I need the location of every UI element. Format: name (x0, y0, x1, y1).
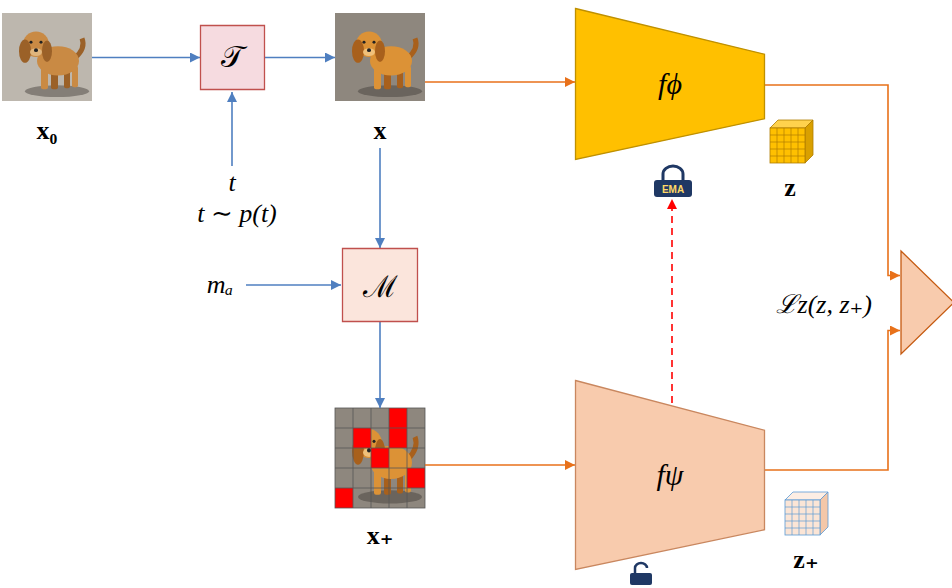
grid-line (335, 448, 425, 449)
tensor-label: z (784, 173, 796, 203)
image-node: x₊ (335, 408, 425, 553)
open-lock-icon (630, 563, 652, 585)
connector-arrow (765, 331, 900, 471)
connector-arrow (379, 148, 381, 248)
encoder-trapezoid: fψ (575, 380, 765, 570)
variable-label: mₐ (207, 270, 233, 300)
connector-arrow (671, 199, 673, 403)
image-label: x₀ (37, 116, 58, 148)
grid-line (407, 408, 408, 508)
cube-grid (770, 128, 805, 163)
grid-line (371, 408, 372, 508)
mask-patch (335, 488, 353, 508)
lock-icon (654, 166, 692, 197)
mask-patch (407, 468, 425, 488)
patch-grid (335, 408, 425, 508)
lock-shackle (663, 166, 683, 181)
mask-box: ℳ (342, 248, 418, 322)
node-symbol: fψ (657, 458, 684, 492)
mask-patch (389, 428, 407, 448)
tensor-label: z₊ (793, 544, 818, 575)
mask-patch (371, 448, 389, 468)
cube-side (805, 120, 813, 163)
grid-line (353, 408, 354, 508)
connector-arrow (265, 57, 335, 59)
image-node: x₀ (2, 13, 92, 148)
node-symbol: 𝒯 (221, 40, 244, 75)
cube-front (785, 500, 820, 535)
transform-box-shape (201, 26, 265, 90)
lock-body (654, 180, 692, 197)
grid-line (335, 428, 425, 429)
variable-label: t (228, 168, 235, 198)
encoder-trapezoid-shape (576, 381, 765, 570)
encoder-trapezoid-shape (576, 9, 765, 160)
connector-arrow (765, 85, 900, 276)
grid-line (335, 468, 425, 469)
cube-front (770, 128, 805, 163)
lock-text: EMA (662, 184, 684, 195)
feature-cube (770, 120, 813, 163)
loss-label: ℒz(z, z₊) (776, 285, 872, 321)
image-label: x (374, 116, 387, 148)
cube-side (820, 492, 828, 535)
dog-photo (335, 13, 425, 101)
image-node: x (335, 13, 425, 148)
mask-box-shape (343, 249, 418, 322)
node-symbol: fϕ (658, 67, 682, 101)
cube-grid (785, 500, 820, 535)
lock-body (630, 573, 652, 585)
image-label: x₊ (367, 520, 394, 553)
grid-line (389, 408, 390, 508)
distribution-label: t ∼ p(t) (197, 198, 277, 229)
mask-patches (335, 408, 425, 508)
connector-arrow (425, 464, 575, 466)
grid-frame (335, 408, 425, 508)
mask-patch (389, 408, 407, 428)
dog-photo (335, 408, 425, 508)
mask-patch (353, 428, 371, 448)
grid-line (335, 488, 425, 489)
node-symbol: ℳ (363, 265, 398, 306)
loss-triangle-outline (900, 250, 950, 355)
connector-arrow (425, 81, 575, 83)
loss-triangle: ℒz(z, z₊) (900, 250, 950, 355)
transform-box: 𝒯 (200, 25, 265, 90)
encoder-trapezoid: fϕ (575, 8, 765, 160)
loss-triangle-shape (901, 251, 952, 354)
input-arrow (246, 284, 341, 286)
input-arrow (231, 92, 233, 166)
connector-arrow (379, 322, 381, 408)
feature-cube (785, 492, 828, 535)
lock-shackle (635, 563, 647, 574)
connector-arrow (92, 57, 200, 59)
dog-photo (2, 13, 92, 101)
